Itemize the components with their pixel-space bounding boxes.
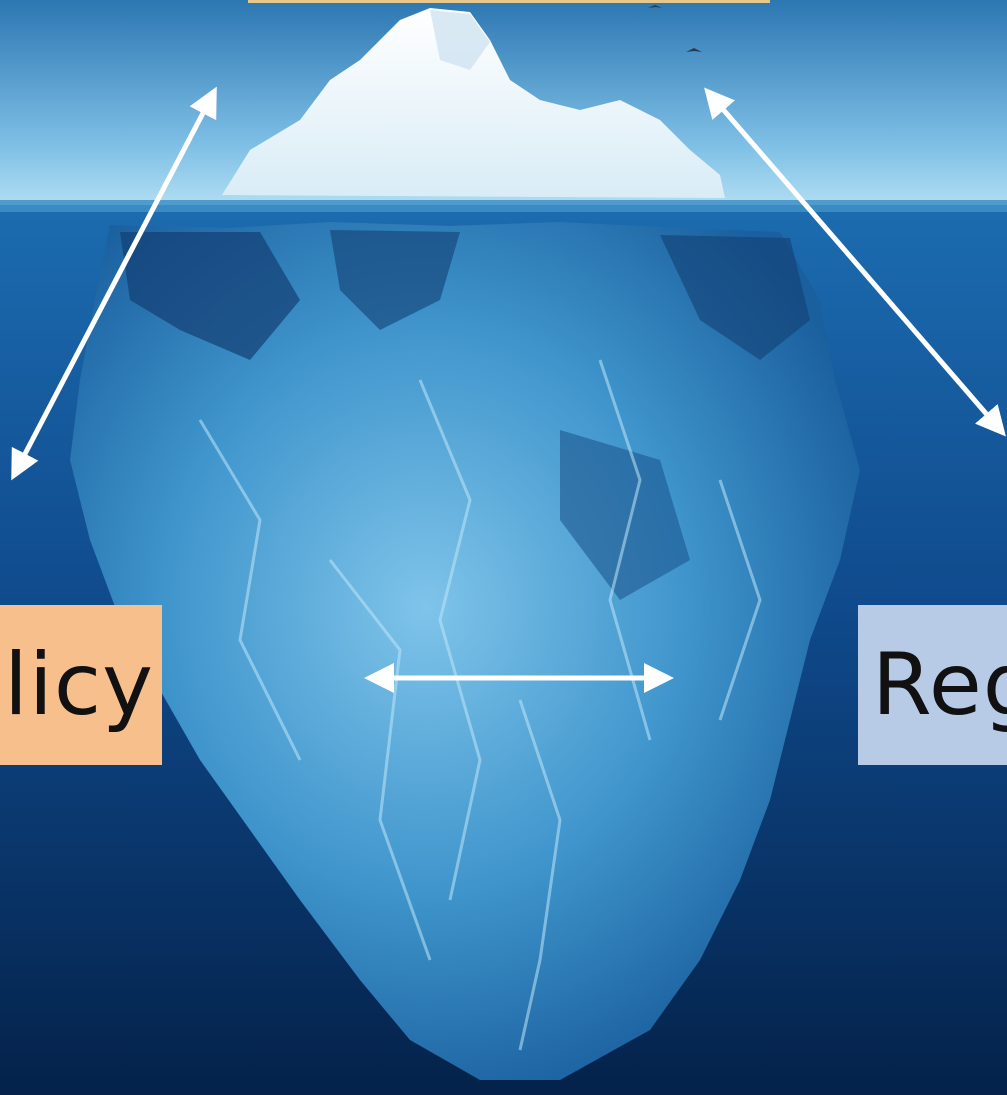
left-label-box: licy [0,605,162,765]
double-arrow-icon [11,86,217,481]
bird-icon [648,5,662,8]
double-arrow-icon [704,87,1006,437]
ice-veins [198,359,762,1051]
ice-shadow [330,230,460,330]
iceberg-tip [222,8,725,198]
left-label-text: licy [4,635,154,735]
iceberg-tip-shade [430,10,490,70]
right-label-box: Reg [858,605,1007,765]
ice-shadow [560,430,690,600]
iceberg-underwater [70,222,860,1080]
top-label-box [248,0,770,3]
right-label-text: Reg [872,635,1007,735]
bird-icon [686,48,702,52]
